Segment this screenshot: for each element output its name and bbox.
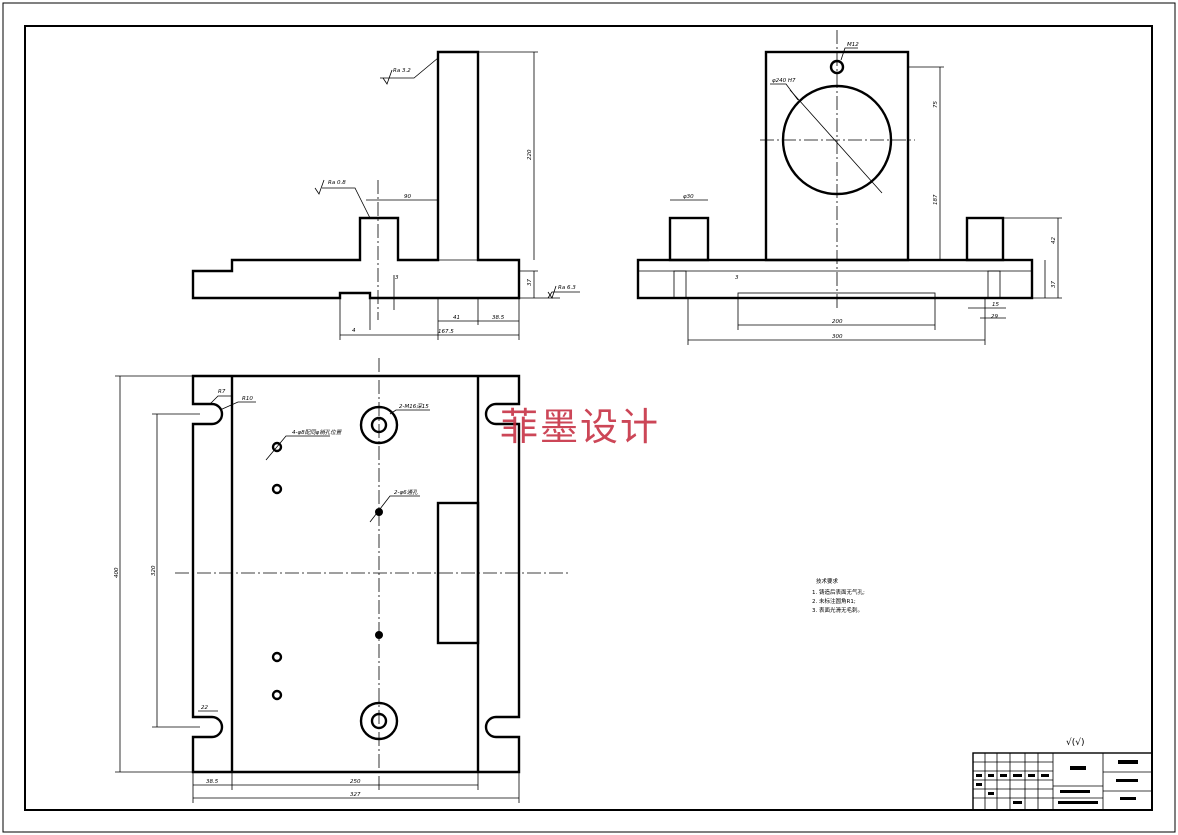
watermark-text: 菲墨设计 [500,405,660,449]
side-dim-overall: 167.5 [438,329,454,335]
plan-dim-inner: 250 [350,779,361,785]
tech-requirements-title: 技术要求 [816,577,839,585]
plan-dim-slot-pitch: 320 [151,565,157,576]
side-view [191,50,580,340]
inner-border [24,25,1153,811]
title-block [972,752,1153,811]
side-dim-base-height: 37 [527,279,533,286]
front-dim-slot-depth: 3 [735,275,739,281]
front-dim-hole-top: M12 [847,42,859,48]
front-dim-bore: φ240 H7 [772,78,796,84]
tech-requirement-item: 3. 表面光滑无毛刺。 [812,606,863,614]
side-dim-height: 220 [527,149,533,160]
surface-finish-symbol: √(√) [1066,737,1085,748]
front-dim-bore-upper: 75 [933,101,939,108]
plan-dim-flange: 38.5 [206,779,219,785]
front-dim-slot-width: 200 [832,319,843,325]
front-view [636,30,1062,345]
plan-dim-r-slot: R10 [242,396,253,402]
side-dim-boss-offset: 90 [404,194,411,200]
front-dim-base-height: 37 [1051,281,1057,288]
front-dim-pin-b: 29 [991,314,998,320]
plan-view [115,358,570,803]
side-dim-small: 4 [352,328,356,334]
plan-dim-slot-width: 22 [201,705,208,711]
front-dim-pin-a: 15 [992,302,999,308]
front-dim-boss-height: 42 [1051,237,1057,244]
plan-dim-r-small: R7 [218,389,226,395]
side-dim-flange: 38.5 [492,315,505,321]
tech-requirement-item: 2. 未标注圆角R1; [812,597,856,605]
plan-dim-height: 400 [114,567,120,578]
front-dim-boss-span: 300 [832,334,843,340]
side-dim-slot-depth: 3 [395,275,399,281]
plan-dim-holes-b: 4-φ8配同φ销孔位置 [292,429,343,436]
plan-dim-holes-a: 2-M16深15 [399,403,429,410]
plan-dim-overall: 327 [350,792,361,798]
side-roughness-top: Ra 3.2 [393,68,411,74]
plan-dim-holes-c: 2-φ6通孔 [394,489,418,496]
side-roughness-base: Ra 6.3 [558,285,576,291]
tech-requirement-item: 1. 铸造后表面无气孔; [812,588,865,596]
front-dim-bore-lower: 187 [933,194,939,205]
side-dim-web: 41 [453,315,460,321]
side-roughness-boss: Ra 0.8 [328,180,346,186]
front-dim-boss-dia: φ30 [683,194,694,200]
